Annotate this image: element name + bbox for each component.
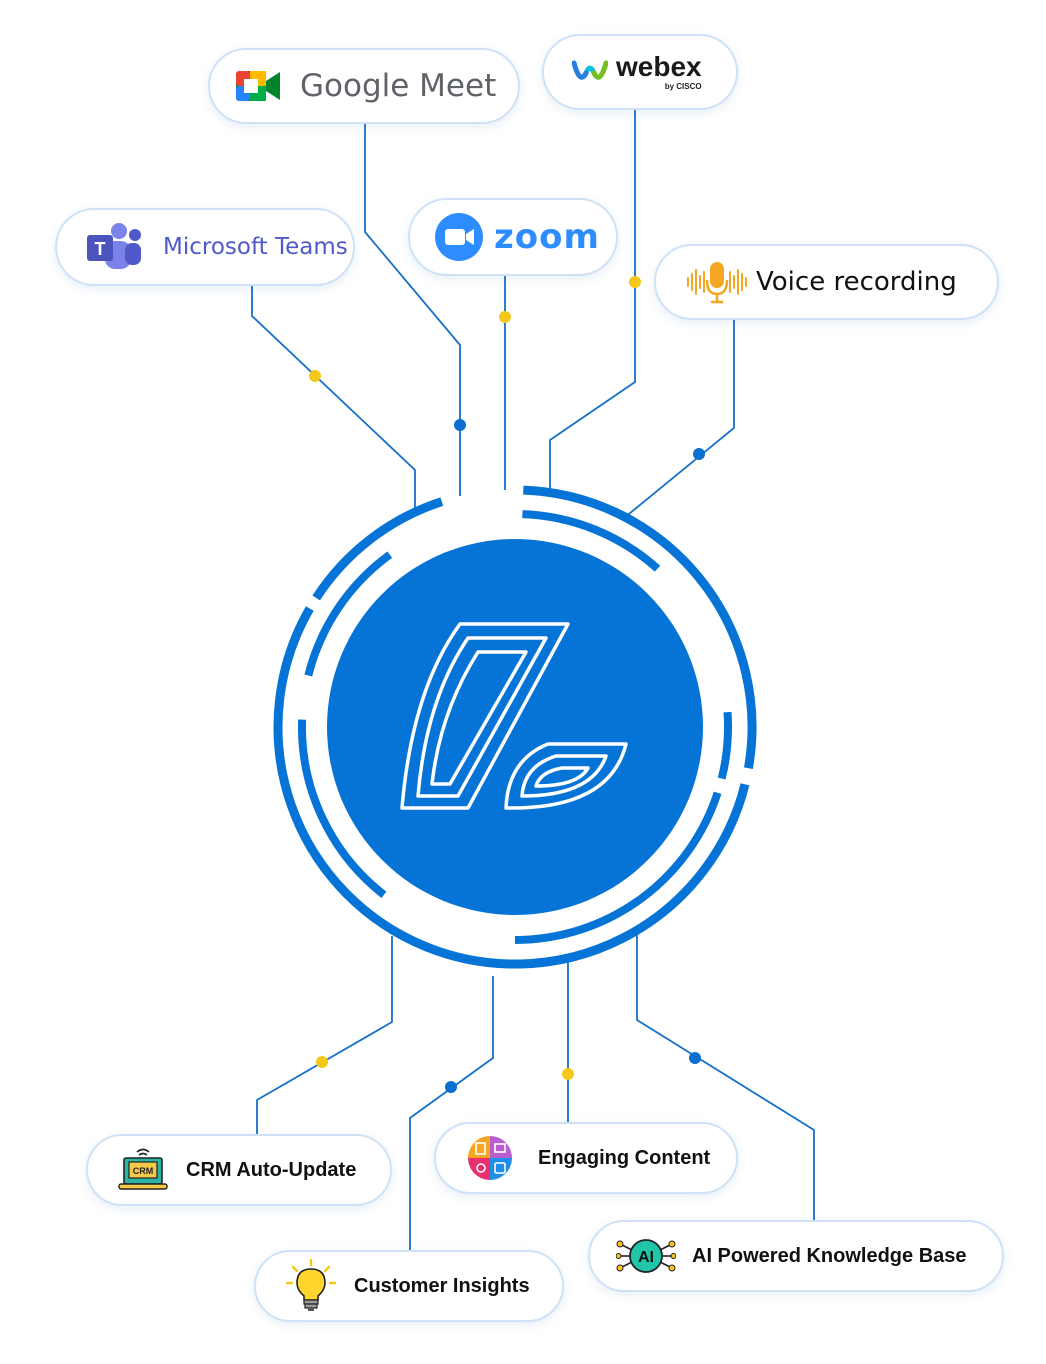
svg-text:T: T xyxy=(95,239,106,259)
microsoft-teams-icon: T xyxy=(87,223,141,269)
voice-recording-label: Voice recording xyxy=(756,267,957,297)
pill-customer-insights[interactable]: Customer Insights xyxy=(254,1250,564,1322)
ai-chip-icon: AI xyxy=(616,1239,676,1273)
pill-webex[interactable]: webex by CISCO xyxy=(542,34,738,110)
customer-insights-label: Customer Insights xyxy=(354,1274,530,1297)
hub-circle xyxy=(327,539,703,915)
crm-laptop-icon: CRM xyxy=(118,1148,168,1190)
engaging-content-label: Engaging Content xyxy=(538,1146,711,1169)
central-hub xyxy=(273,485,757,969)
crm-auto-update-label: CRM Auto-Update xyxy=(186,1158,357,1181)
pill-zoom[interactable]: zoom xyxy=(408,198,618,276)
line-crm xyxy=(256,936,393,1136)
dot-zoom xyxy=(499,311,511,323)
ring-arc-inner-bottom xyxy=(514,791,722,944)
dot-knowledge xyxy=(689,1052,701,1064)
google-meet-icon xyxy=(236,71,280,101)
dot-teams xyxy=(309,370,321,382)
lightbulb-icon xyxy=(286,1259,336,1311)
line-webex xyxy=(549,110,636,494)
pill-engaging-content[interactable]: Engaging Content xyxy=(434,1122,738,1194)
dot-voice xyxy=(693,448,705,460)
ring-arc-outer-bottom-left xyxy=(273,606,750,969)
ring-arc-inner-right xyxy=(717,711,732,780)
pill-ai-knowledge-base[interactable]: AI AI Powered Knowledge Base xyxy=(588,1220,1004,1292)
ring-arc-outer-top-left xyxy=(312,497,444,601)
pill-crm-auto-update[interactable]: CRM CRM Auto-Update xyxy=(86,1134,392,1206)
dot-google-meet xyxy=(454,419,466,431)
google-meet-label: Google Meet xyxy=(300,68,497,104)
ai-icon-text: AI xyxy=(638,1249,654,1266)
webex-label: webex xyxy=(616,51,702,82)
line-voice xyxy=(623,320,735,519)
microphone-icon xyxy=(687,262,747,304)
line-knowledge xyxy=(636,930,815,1222)
webex-sub-label: by CISCO xyxy=(664,82,702,91)
dot-insights xyxy=(445,1081,457,1093)
zoom-label: zoom xyxy=(494,217,600,257)
junction-dots xyxy=(309,276,705,1093)
ring-arc-inner-top-left xyxy=(304,551,393,677)
content-channels-icon xyxy=(468,1136,512,1180)
microsoft-teams-label: Microsoft Teams xyxy=(163,234,348,260)
pill-voice-recording[interactable]: Voice recording xyxy=(654,244,999,320)
ring-arc-outer-right xyxy=(523,485,757,769)
line-insights xyxy=(409,976,494,1252)
line-teams xyxy=(251,286,416,508)
ai-knowledge-base-label: AI Powered Knowledge Base xyxy=(692,1244,967,1267)
ring-arc-inner-top-right xyxy=(522,510,661,572)
dot-crm xyxy=(316,1056,328,1068)
pill-microsoft-teams[interactable]: T Microsoft Teams xyxy=(55,208,355,286)
dot-engaging xyxy=(562,1068,574,1080)
webex-icon xyxy=(572,60,608,80)
crm-icon-text: CRM xyxy=(133,1166,154,1176)
zoom-icon xyxy=(435,213,483,261)
pill-google-meet[interactable]: Google Meet xyxy=(208,48,520,124)
brand-logo-icon xyxy=(400,622,628,810)
dot-webex xyxy=(629,276,641,288)
line-google-meet xyxy=(364,124,461,496)
ring-arc-inner-bottom-left xyxy=(298,719,387,898)
